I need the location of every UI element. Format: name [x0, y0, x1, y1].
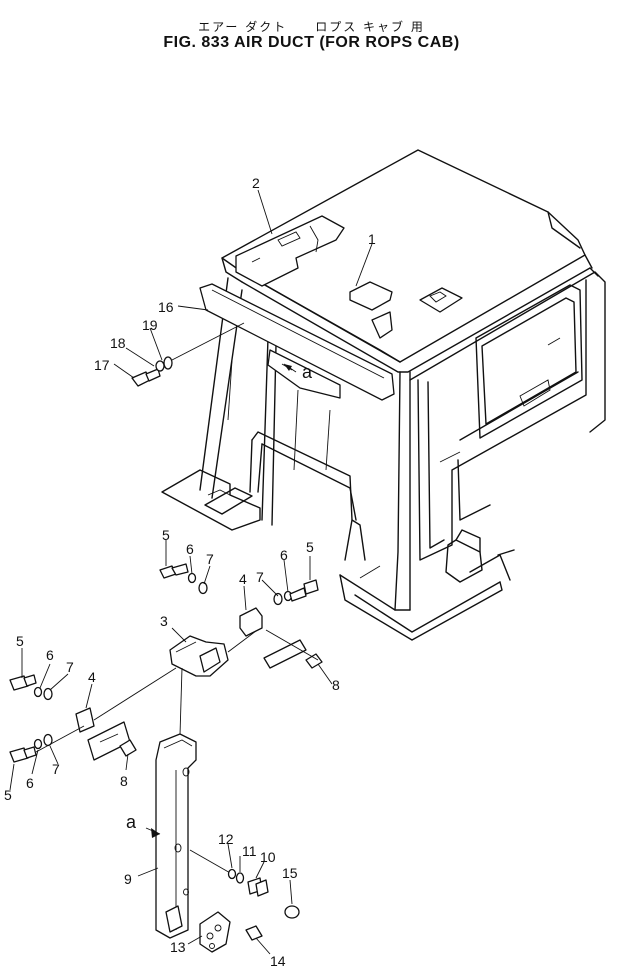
callout-15: 15 [282, 865, 298, 881]
callout-9: 9 [124, 871, 132, 887]
callout-5-upper-right: 5 [306, 539, 314, 555]
callout-8-left: 8 [120, 773, 128, 789]
callout-2: 2 [252, 175, 260, 191]
callout-1: 1 [368, 231, 376, 247]
duct-fasteners [227, 868, 300, 919]
callout-6-upper-right: 6 [280, 547, 288, 563]
callout-4-left: 4 [88, 669, 96, 685]
callout-7-upper-left: 7 [206, 551, 214, 567]
callout-10: 10 [260, 849, 276, 865]
ref-mark-a-lower: a [126, 812, 137, 832]
ref-arrow-lower [151, 828, 160, 838]
part-16-rail [199, 283, 395, 401]
callout-6-upper-left: 6 [186, 541, 194, 557]
leader-lines [9, 189, 373, 955]
callout-5-left-lower: 5 [4, 787, 12, 803]
callout-17: 17 [94, 357, 110, 373]
callout-4-upper: 4 [239, 571, 247, 587]
callout-11: 11 [242, 843, 257, 859]
part-13-latch [199, 911, 263, 953]
rops-cab [161, 149, 606, 641]
ref-arrow-upper [284, 364, 292, 371]
ref-mark-a-upper: a [302, 362, 313, 382]
left-fastener-set [9, 667, 177, 763]
part-2-duct-plate [235, 215, 345, 287]
callout-12: 12 [218, 831, 234, 847]
callout-5-upper-left: 5 [162, 527, 170, 543]
callout-14: 14 [270, 953, 286, 969]
callout-19: 19 [142, 317, 158, 333]
part-9-vertical-duct [155, 733, 233, 939]
callout-7-left-lower: 7 [52, 761, 60, 777]
part-1-duct [349, 281, 463, 339]
callout-18: 18 [110, 335, 126, 351]
callout-numbers: 2 1 16 19 18 17 5 6 7 4 7 6 5 3 8 5 6 7 … [4, 175, 376, 969]
callout-5-left-upper: 5 [16, 633, 24, 649]
japanese-title: エアー ダクト ロプス キャブ 用 [198, 20, 425, 34]
callout-13: 13 [170, 939, 186, 955]
callout-7-upper-right: 7 [256, 569, 264, 585]
callout-16: 16 [158, 299, 174, 315]
callout-6-left-upper: 6 [46, 647, 54, 663]
figure-title: FIG. 833 AIR DUCT (FOR ROPS CAB) [163, 34, 460, 51]
part-3-bracket [169, 627, 261, 736]
callout-8-right: 8 [332, 677, 340, 693]
callout-3: 3 [160, 613, 168, 629]
bolt-17-assembly [131, 322, 245, 387]
callout-7-left-upper: 7 [66, 659, 74, 675]
right-fastener-set [159, 563, 323, 669]
callout-6-left-lower: 6 [26, 775, 34, 791]
